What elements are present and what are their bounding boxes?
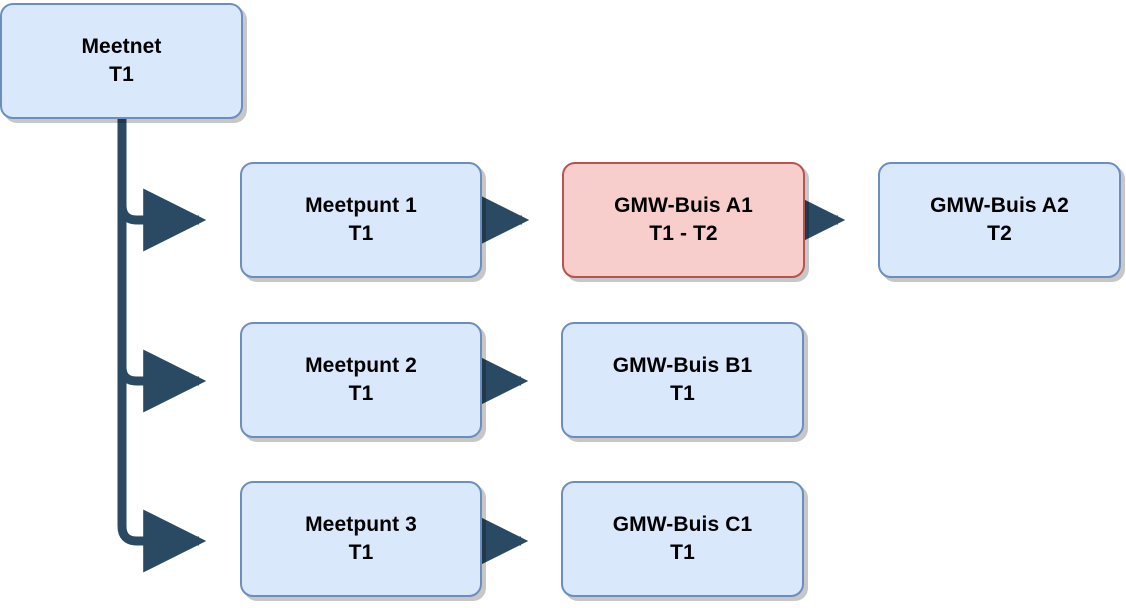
node-meetpunt-1-title: Meetpunt 1 xyxy=(305,194,417,218)
node-gmw-buis-a1-subtitle: T1 - T2 xyxy=(649,222,718,245)
node-gmw-buis-c1[interactable]: GMW-Buis C1 T1 xyxy=(561,481,804,597)
node-gmw-buis-a2[interactable]: GMW-Buis A2 T2 xyxy=(878,162,1121,278)
node-meetpunt-1[interactable]: Meetpunt 1 T1 xyxy=(240,162,482,278)
node-gmw-buis-b1-subtitle: T1 xyxy=(670,382,695,405)
node-meetpunt-3[interactable]: Meetpunt 3 T1 xyxy=(240,481,482,597)
node-meetpunt-3-subtitle: T1 xyxy=(348,541,374,564)
node-gmw-buis-a1[interactable]: GMW-Buis A1 T1 - T2 xyxy=(562,162,805,278)
node-meetnet-subtitle: T1 xyxy=(109,63,134,86)
edge-meetnet-trunk xyxy=(117,118,207,573)
edge-meetnet-to-meetpunt-2 xyxy=(117,349,207,413)
node-meetnet[interactable]: Meetnet T1 xyxy=(0,3,243,119)
node-gmw-buis-c1-title: GMW-Buis C1 xyxy=(612,513,753,537)
node-gmw-buis-a2-title: GMW-Buis A2 xyxy=(930,194,1069,218)
node-meetpunt-1-subtitle: T1 xyxy=(348,222,374,245)
node-meetpunt-2-subtitle: T1 xyxy=(348,382,374,405)
node-meetpunt-2[interactable]: Meetpunt 2 T1 xyxy=(240,322,482,438)
node-gmw-buis-b1[interactable]: GMW-Buis B1 T1 xyxy=(561,322,804,438)
node-gmw-buis-c1-subtitle: T1 xyxy=(670,541,695,564)
node-gmw-buis-a1-title: GMW-Buis A1 xyxy=(614,194,753,218)
node-gmw-buis-a2-subtitle: T2 xyxy=(987,222,1012,245)
node-gmw-buis-b1-title: GMW-Buis B1 xyxy=(612,354,753,378)
node-meetpunt-3-title: Meetpunt 3 xyxy=(305,513,417,537)
node-meetnet-title: Meetnet xyxy=(81,35,162,59)
edge-meetnet-to-meetpunt-1 xyxy=(117,188,207,252)
node-meetpunt-2-title: Meetpunt 2 xyxy=(305,354,417,378)
